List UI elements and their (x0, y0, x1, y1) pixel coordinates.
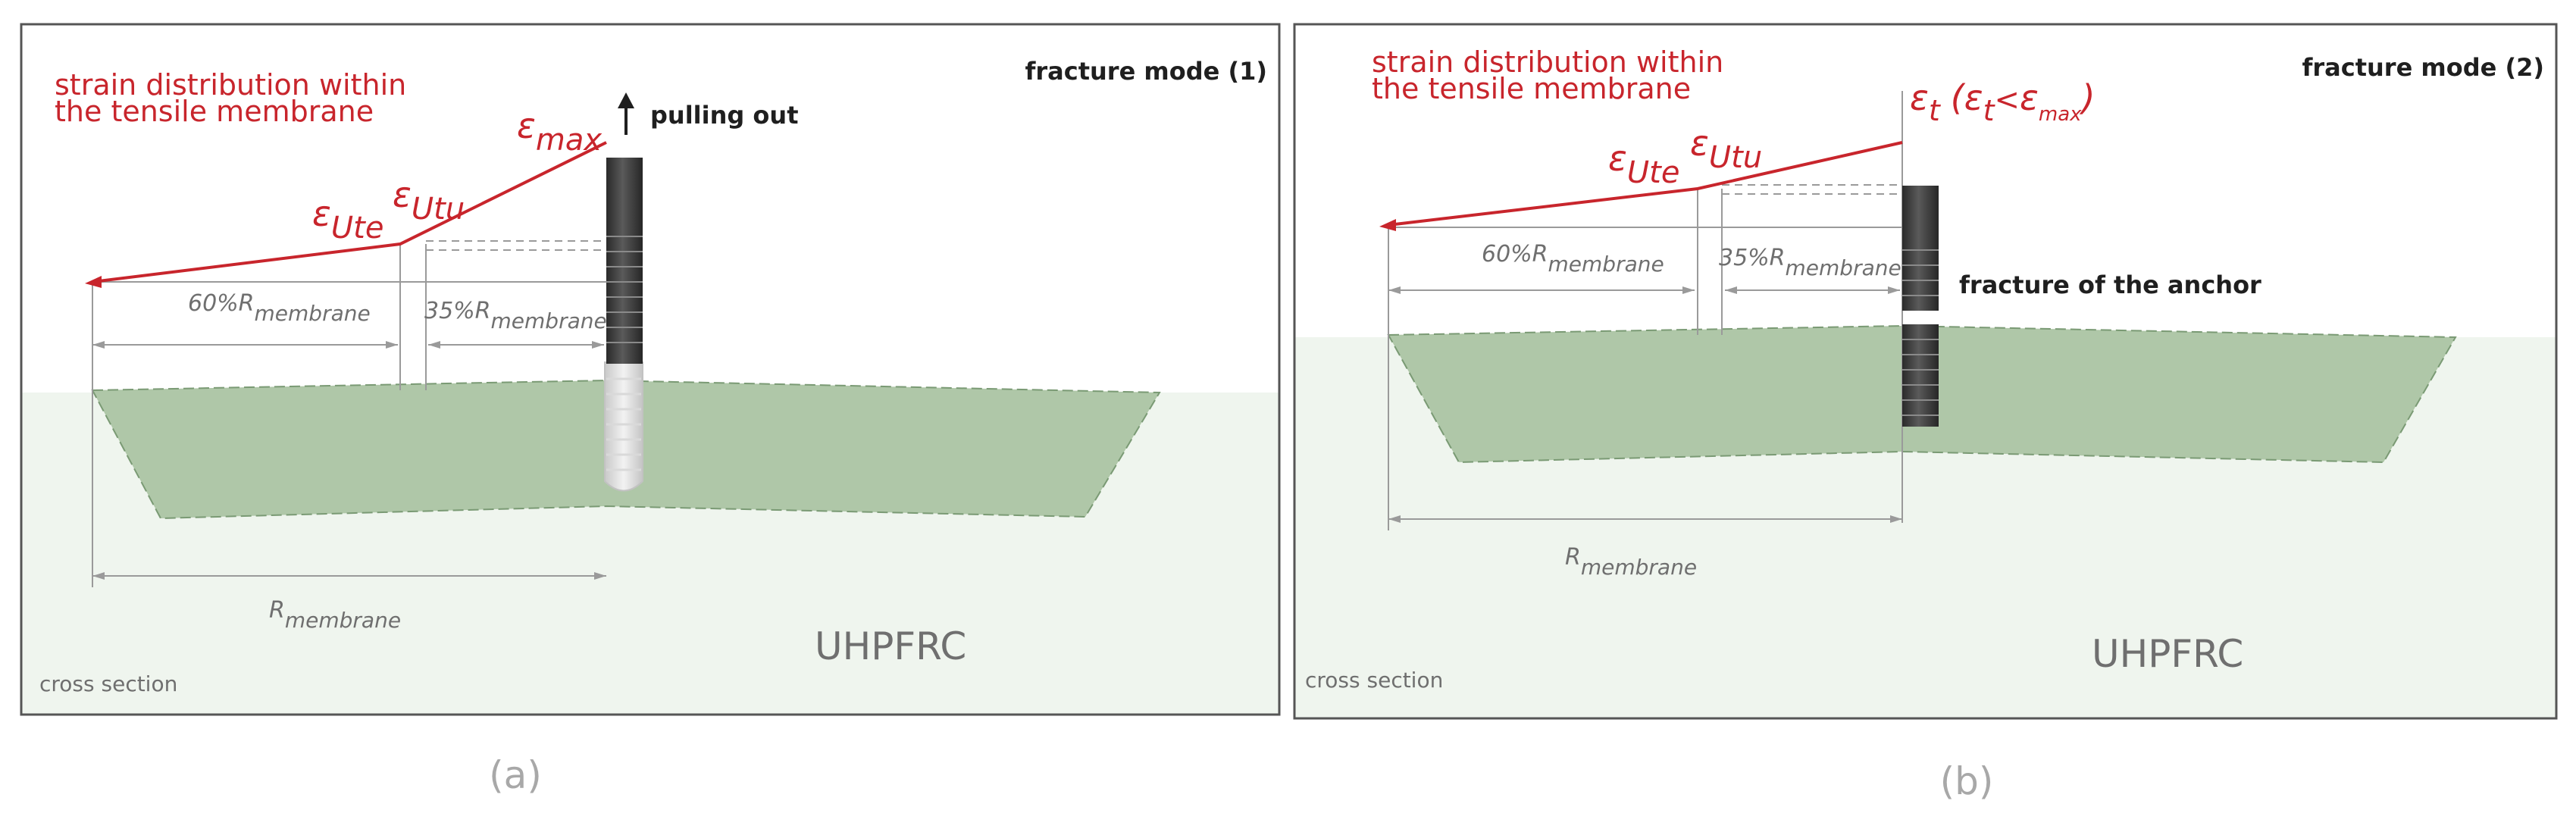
panel-b-dim-60: 60%Rmembrane (1482, 241, 1664, 277)
panel-a-eps-ute: εUte (312, 193, 383, 246)
panel-b-caption: (b) (1940, 759, 1994, 803)
panel-a-frame (20, 23, 1281, 716)
panel-b-dim-35: 35%Rmembrane (1719, 245, 1901, 280)
panel-b-anchor-upper (1902, 186, 1939, 311)
panel-a-dim-35: 35%Rmembrane (424, 298, 607, 333)
panel-a-pull-label: pulling out (650, 101, 798, 130)
panel-a-dim-60: 60%Rmembrane (188, 290, 371, 326)
panel-b-eps-ute: εUte (1608, 138, 1679, 190)
panel-a-anchor-ghost (604, 361, 643, 492)
panel-b: strain distribution within the tensile m… (1293, 23, 2558, 803)
panel-b-material-label: UHPFRC (2092, 632, 2243, 676)
panel-a-strain-title-line1: strain distribution within (55, 68, 406, 102)
panel-a: strain distribution within the tensile m… (20, 23, 1281, 797)
panel-a-r-membrane: Rmembrane (269, 597, 401, 633)
panel-b-frame (1293, 23, 2558, 720)
panel-a-strain-title-line2: the tensile membrane (55, 95, 374, 128)
panel-a-eps-max: εmax (517, 105, 602, 158)
panel-b-strain-title-line2: the tensile membrane (1372, 72, 1691, 105)
panel-a-pull-arrowhead (618, 92, 634, 108)
panel-a-caption: (a) (489, 753, 542, 797)
panel-b-r-membrane: Rmembrane (1565, 544, 1697, 580)
panel-b-eps-utu: εUtu (1690, 123, 1762, 175)
panel-a-section-label: cross section (39, 671, 177, 696)
panel-b-strain-title-line1: strain distribution within (1372, 45, 1723, 79)
panel-a-strain-line (92, 141, 607, 283)
panel-b-strain-arrowhead (1379, 219, 1396, 231)
panel-b-anchor-lower (1902, 324, 1939, 427)
panel-a-mode-label: fracture mode (1) (1025, 57, 1267, 86)
panel-b-strain-line (1388, 141, 1903, 227)
panel-a-material-label: UHPFRC (815, 624, 966, 668)
panel-b-mode-label: fracture mode (2) (2302, 53, 2544, 82)
panel-a-strain-arrowhead (85, 276, 102, 288)
panel-b-section-label: cross section (1305, 668, 1443, 693)
panel-b-eps-t-label: εt(εt<εmax) (1910, 77, 2096, 127)
panel-b-fracture-label: fracture of the anchor (1959, 271, 2261, 299)
panel-a-anchor (606, 158, 643, 364)
panel-a-eps-utu: εUtu (393, 174, 465, 227)
